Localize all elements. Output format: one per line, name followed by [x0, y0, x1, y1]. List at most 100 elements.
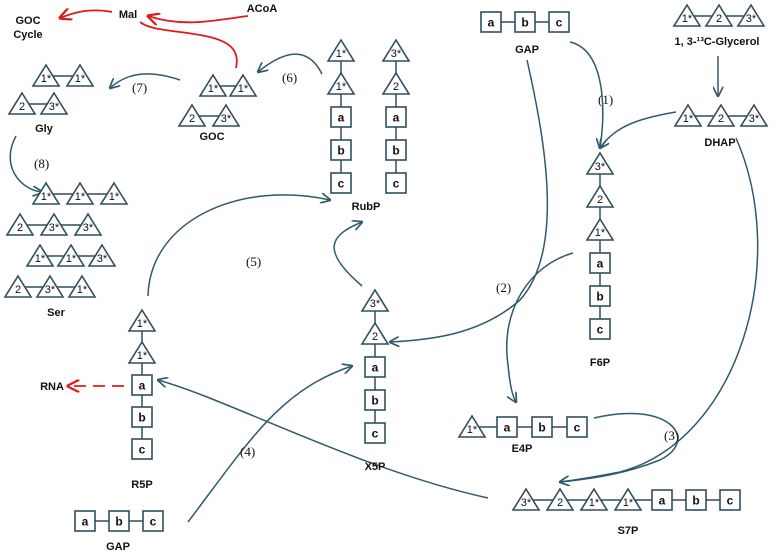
s7p-atom-label: b	[692, 494, 699, 508]
e4p-atom-label: a	[504, 421, 511, 435]
dhap-atom-triangle	[706, 103, 736, 127]
label-goc: GOC	[199, 131, 224, 143]
goc-bottom-atom-triangle	[177, 103, 207, 127]
dhap-atom-label: 1*	[683, 113, 694, 125]
f6p-atom-box	[589, 318, 611, 340]
e4p-atom-triangle	[457, 414, 487, 438]
goc-top-atom-label: 1*	[208, 83, 219, 95]
ser-row-3-atom-label: 1*	[66, 253, 77, 265]
glycerol-atom-triangle	[704, 3, 734, 27]
rubp-right-atom-label: a	[393, 111, 400, 125]
r5p-atom-box	[131, 374, 153, 396]
s7p-atom-triangle	[511, 487, 541, 511]
r5p-atom-label: 1*	[137, 318, 148, 330]
f6p-atom-label: 2	[597, 194, 603, 206]
gap-top-atom-label: b	[521, 16, 528, 30]
glycerol-atom-label: 1*	[682, 13, 693, 25]
s7p-atom-label: c	[727, 494, 734, 508]
ser-row-3-atom-triangle	[87, 243, 117, 267]
goc-bottom-atom-label: 2	[189, 113, 195, 125]
ser-row-2-atom-label: 3*	[49, 222, 60, 234]
ser-row-4-atom-triangle	[3, 274, 33, 298]
gly-bottom-atom-label: 3*	[49, 101, 60, 113]
f6p-atom-label: b	[596, 290, 603, 304]
molecule-rubp-left: 1*1*abc	[326, 38, 356, 194]
e4p-atom-box	[531, 416, 553, 438]
molecule-ser-row-1: 1*1*1*	[31, 181, 129, 205]
arrow-e4p-to-s7p	[559, 412, 679, 483]
s7p-atom-triangle	[613, 487, 643, 511]
label-f6p: F6P	[590, 357, 610, 369]
arrow-mal-to-goc-cycle	[60, 10, 113, 18]
label-x5p: X5P	[365, 461, 386, 473]
molecule-goc-top: 1* 1*	[198, 73, 258, 97]
s7p-atom-box	[719, 489, 741, 511]
ser-row-3-atom-label: 1*	[35, 253, 46, 265]
rubp-left-atom-box	[330, 172, 352, 194]
f6p-atom-box	[589, 285, 611, 307]
label-ser: Ser	[47, 307, 65, 319]
gap-top-atom-box	[480, 11, 502, 33]
dhap-atom-triangle	[673, 103, 703, 127]
s7p-atom-label: 2	[557, 497, 563, 509]
r5p-atom-label: 1*	[137, 350, 148, 362]
rubp-right-atom-box	[385, 172, 407, 194]
x5p-atom-label: b	[371, 394, 378, 408]
rubp-right-atom-box	[385, 106, 407, 128]
rubp-left-atom-label: b	[337, 144, 344, 158]
arrow-dhap-to-s7p	[560, 137, 759, 482]
goc-top-atom-triangle	[198, 73, 228, 97]
rubp-right-atom-triangle	[381, 38, 411, 62]
r5p-atom-triangle	[127, 308, 157, 332]
gly-top-atom-label: 1*	[41, 73, 52, 85]
label-gap-top: GAP	[515, 44, 539, 56]
rubp-right-atom-label: b	[392, 144, 399, 158]
molecule-f6p: 3*21*abc	[585, 151, 615, 340]
step-5: (5)	[246, 254, 261, 269]
s7p-atom-label: 3*	[521, 497, 532, 509]
s7p-atom-label: 1*	[623, 497, 634, 509]
r5p-atom-label: c	[139, 443, 146, 457]
f6p-atom-label: c	[597, 323, 604, 337]
f6p-atom-box	[589, 252, 611, 274]
label-e4p: E4P	[512, 443, 533, 455]
goc-top-atom-label: 1*	[238, 83, 249, 95]
rubp-left-atom-box	[330, 106, 352, 128]
gap-bottom-atom-box	[142, 510, 164, 532]
ser-row-1-atom-label: 1*	[75, 191, 86, 203]
ser-row-1-atom-label: 1*	[41, 191, 52, 203]
step-3: (3)	[664, 428, 679, 443]
label-dhap: DHAP	[704, 137, 735, 149]
gap-bottom-atom-box	[74, 510, 96, 532]
goc-top-atom-triangle	[228, 73, 258, 97]
step-8: (8)	[34, 156, 49, 171]
ser-row-2-atom-label: 3*	[83, 222, 94, 234]
glycerol-atom-triangle	[672, 3, 702, 27]
rubp-left-atom-box	[330, 139, 352, 161]
ser-row-3-atom-triangle	[56, 243, 86, 267]
ser-row-4-atom-label: 3*	[45, 284, 56, 296]
x5p-atom-triangle	[360, 321, 390, 345]
arrow-gly-to-ser	[9, 135, 42, 192]
arrow-rubp-to-goc	[258, 53, 323, 75]
label-rubp: RubP	[352, 201, 381, 213]
rubp-left-atom-triangle	[326, 71, 356, 95]
text-labels: GOC Cycle Mal ACoA 1, 3-¹³C-Glycerol GAP…	[13, 3, 759, 553]
s7p-atom-box	[651, 489, 673, 511]
dhap-atom-label: 2	[718, 113, 724, 125]
step-4: (4)	[240, 444, 255, 459]
rubp-right-atom-label: 3*	[391, 48, 402, 60]
x5p-atom-triangle	[360, 288, 390, 312]
e4p-atom-box	[496, 416, 518, 438]
molecule-ser-row-3: 1*1*3*	[25, 243, 117, 267]
rubp-left-atom-label: 1*	[336, 81, 347, 93]
gap-top-atom-box	[548, 11, 570, 33]
ser-row-1-atom-triangle	[65, 181, 95, 205]
e4p-atom-label: c	[574, 421, 581, 435]
arrow-r5p-to-rubp	[147, 195, 330, 297]
